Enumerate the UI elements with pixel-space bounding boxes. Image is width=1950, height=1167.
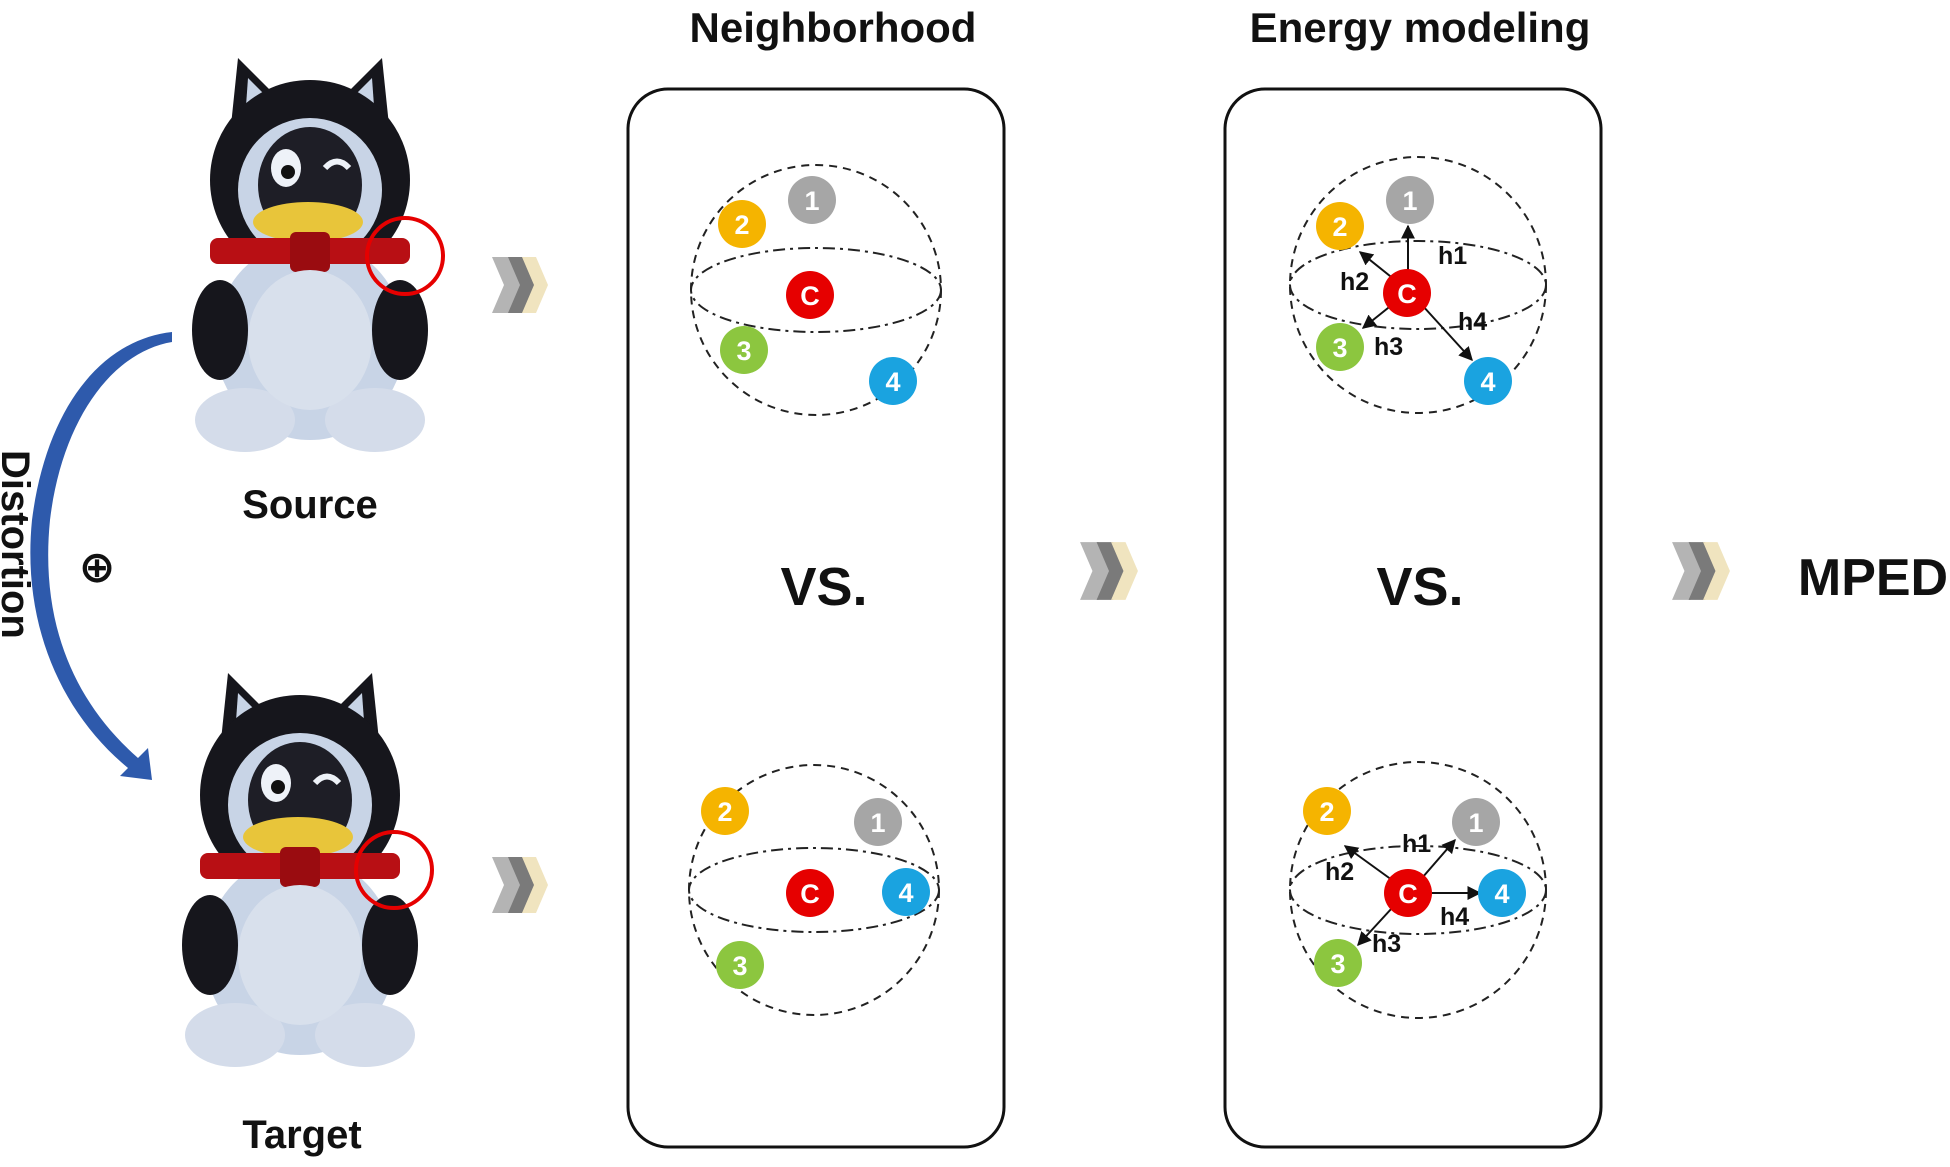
target-label: Target	[242, 1113, 361, 1157]
point-1-label: 1	[804, 186, 819, 216]
point-1-label: 1	[1468, 808, 1483, 838]
neighborhood-panel	[626, 87, 1006, 1149]
point-4-label: 4	[1480, 367, 1495, 397]
neighborhood-sphere-target: 1 2 C 4 3	[688, 764, 940, 1016]
neighborhood-header: Neighborhood	[690, 4, 977, 51]
point-3-label: 3	[736, 336, 751, 366]
point-3-label: 3	[1332, 333, 1347, 363]
energy-modeling-header: Energy modeling	[1250, 4, 1591, 51]
point-4-label: 4	[898, 878, 913, 908]
mped-output-label: MPED	[1798, 549, 1948, 607]
oplus-symbol: ⊕	[79, 543, 116, 592]
vs-text-energy: VS.	[1376, 557, 1463, 617]
h4-label: h4	[1440, 903, 1469, 931]
h2-label: h2	[1340, 268, 1369, 296]
point-4-label: 4	[885, 367, 900, 397]
point-2-label: 2	[1332, 212, 1347, 242]
source-point-cloud-image	[192, 58, 428, 452]
chevron-arrow-icon	[492, 857, 548, 913]
vs-text-neighborhood: VS.	[780, 557, 867, 617]
chevron-arrow-icon	[1672, 542, 1730, 600]
target-highlight-ring	[354, 830, 434, 910]
distortion-label: Distortion	[0, 450, 37, 639]
h3-label: h3	[1374, 333, 1403, 361]
energy-sphere-source: 1 2 C 3 4 h1 h2 h3 h4	[1289, 156, 1547, 414]
h2-label: h2	[1325, 858, 1354, 886]
distortion-arrow-icon	[30, 332, 172, 780]
target-point-cloud-image	[182, 673, 418, 1067]
point-3-label: 3	[1330, 949, 1345, 979]
h1-label: h1	[1438, 242, 1467, 270]
h4-label: h4	[1458, 308, 1487, 336]
chevron-arrow-icon	[492, 257, 548, 313]
point-4-label: 4	[1494, 879, 1509, 909]
neighborhood-sphere-source: 1 2 C 3 4	[690, 164, 942, 416]
point-2-label: 2	[734, 210, 749, 240]
h3-label: h3	[1372, 930, 1401, 958]
h1-label: h1	[1402, 830, 1431, 858]
source-label: Source	[242, 483, 378, 527]
point-3-label: 3	[732, 951, 747, 981]
energy-sphere-target: 1 2 C 4 3 h1 h2 h3 h4	[1289, 761, 1547, 1019]
center-point-label: C	[800, 879, 820, 909]
center-point-label: C	[1397, 279, 1417, 309]
source-highlight-ring	[365, 216, 445, 296]
point-2-label: 2	[1319, 797, 1334, 827]
center-point-label: C	[800, 281, 820, 311]
energy-modeling-panel	[1223, 87, 1603, 1149]
center-point-label: C	[1398, 879, 1418, 909]
point-2-label: 2	[717, 797, 732, 827]
chevron-arrow-icon	[1080, 542, 1138, 600]
point-1-label: 1	[1402, 186, 1417, 216]
point-1-label: 1	[870, 808, 885, 838]
